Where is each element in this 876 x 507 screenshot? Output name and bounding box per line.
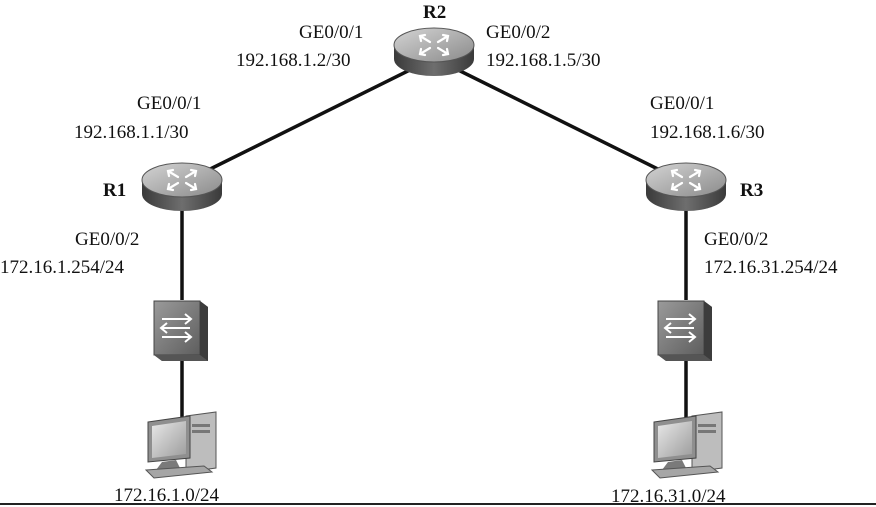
- r3-up-ip: 192.168.1.6/30: [650, 122, 765, 143]
- router-r1-name: R1: [103, 180, 127, 201]
- r2-left-ip: 192.168.1.2/30: [236, 50, 351, 71]
- link-r2-r3: [433, 56, 687, 185]
- r1-up-ip: 192.168.1.1/30: [74, 122, 189, 143]
- r2-left-interface: GE0/0/1: [299, 22, 364, 43]
- switch-left-icon: [153, 300, 209, 362]
- link-r1-r2: [181, 56, 435, 185]
- router-r2-name: R2: [423, 2, 447, 23]
- router-r1-icon: [140, 161, 224, 213]
- r2-right-ip: 192.168.1.5/30: [486, 50, 601, 71]
- router-r3-icon: [644, 161, 728, 213]
- r3-up-interface: GE0/0/1: [650, 93, 715, 114]
- network-left-label: 172.16.1.0/24: [114, 485, 220, 506]
- r3-down-interface: GE0/0/2: [704, 229, 769, 250]
- r1-down-interface: GE0/0/2: [75, 229, 140, 250]
- switch-right-icon: [657, 300, 713, 362]
- r1-down-ip: 172.16.1.254/24: [0, 257, 125, 278]
- router-r2-icon: [392, 26, 476, 78]
- r3-down-ip: 172.16.31.254/24: [704, 257, 838, 278]
- pc-right-icon: [651, 411, 723, 479]
- r1-up-interface: GE0/0/1: [137, 93, 202, 114]
- router-r3-name: R3: [740, 180, 764, 201]
- bottom-border: [0, 503, 876, 505]
- pc-left-icon: [145, 411, 217, 479]
- network-right-label: 172.16.31.0/24: [611, 486, 726, 507]
- r2-right-interface: GE0/0/2: [486, 22, 551, 43]
